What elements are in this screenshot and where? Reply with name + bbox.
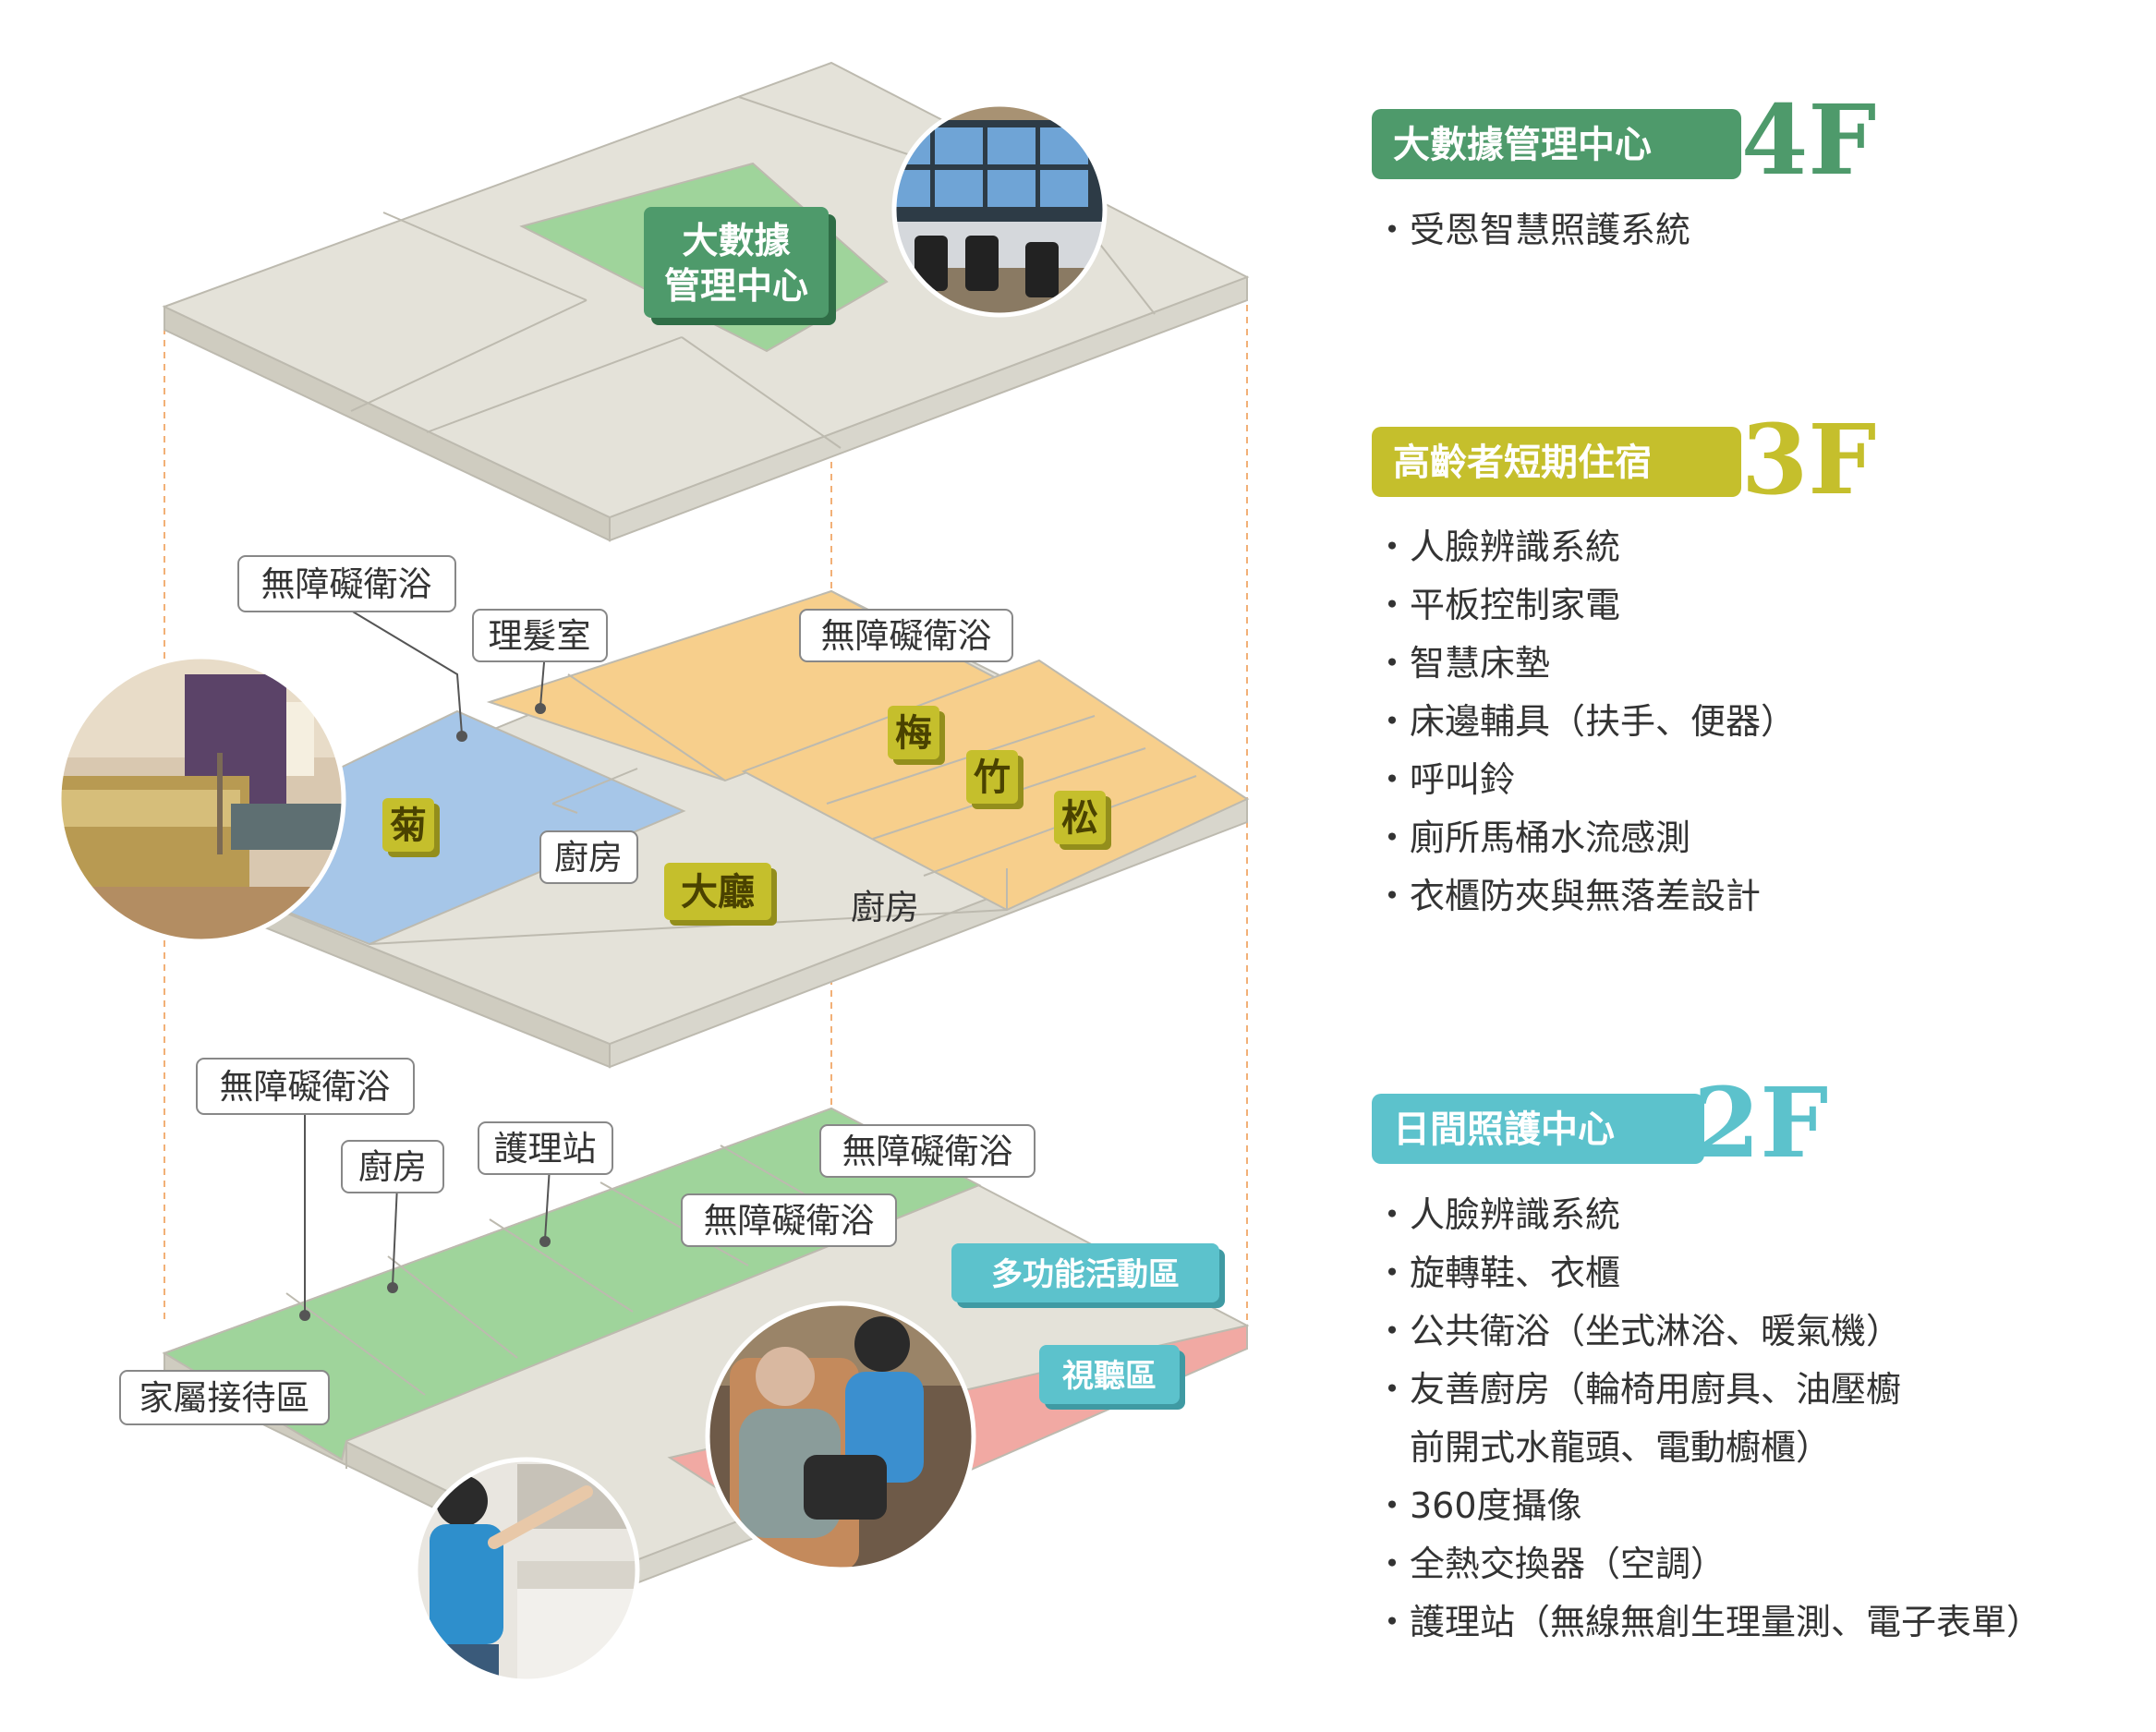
room-tag-av: 視聽區 — [1039, 1345, 1185, 1410]
legend-3f-number: 3F — [1741, 403, 1876, 516]
legend-3f-item-1: ・人臉辨識系統 — [1375, 527, 1620, 567]
legend-2f-item-7: ・全熱交換器（空調） — [1375, 1544, 1726, 1584]
floor-2f-leaders — [304, 1108, 551, 1314]
label-3f-kitchen-1: 廚房 — [539, 830, 638, 884]
legend-2f-item-5: 前開式水龍頭、電動櫥櫃） — [1375, 1427, 1831, 1468]
room-tag-zhu: 竹 — [966, 750, 1023, 809]
legend-4f: 大數據管理中心 4F ・受恩智慧照護系統 — [1372, 83, 1876, 250]
svg-text:多功能活動區: 多功能活動區 — [991, 1256, 1180, 1293]
svg-text:大廳: 大廳 — [681, 871, 755, 914]
photo-control-room — [891, 102, 1108, 318]
legend-2f-item-4: ・友善廚房（輪椅用廚具、油壓櫥 — [1375, 1369, 1901, 1410]
legend-3f-item-6: ・廁所馬桶水流感測 — [1375, 818, 1690, 858]
legend-3f-item-4: ・床邊輔具（扶手、便器） — [1375, 701, 1796, 742]
legend-4f-title: 大數據管理中心 — [1393, 124, 1652, 166]
legend-4f-item-1: ・受恩智慧照護系統 — [1375, 210, 1690, 250]
label-2f-kitchen: 廚房 — [341, 1140, 444, 1193]
svg-text:家屬接待區: 家屬接待區 — [139, 1378, 310, 1418]
label-2f-bath-1: 無障礙衛浴 — [196, 1058, 415, 1115]
label-3f-barber: 理髮室 — [472, 609, 608, 662]
label-2f-family-reception: 家屬接待區 — [119, 1370, 330, 1425]
big-data-tag-line1: 大數據 — [682, 221, 791, 262]
legend-3f-item-2: ・平板控制家電 — [1375, 585, 1620, 625]
svg-text:菊: 菊 — [390, 805, 427, 847]
legend-3f-item-3: ・智慧床墊 — [1375, 643, 1550, 684]
photo-activity — [705, 1301, 976, 1572]
label-2f-bath-3: 無障礙衛浴 — [681, 1193, 897, 1247]
label-2f-nurse-station: 護理站 — [478, 1121, 613, 1175]
big-data-center-tag: 大數據 管理中心 — [644, 207, 836, 325]
label-3f-kitchen-2: 廚房 — [851, 888, 919, 927]
legend-2f: 日間照護中心 2F ・人臉辨識系統 ・旋轉鞋、衣櫃 ・公共衛浴（坐式淋浴、暖氣機… — [1372, 1066, 2041, 1642]
photo-kitchen — [413, 1457, 640, 1684]
room-tag-hall: 大廳 — [664, 863, 777, 926]
legend-4f-number: 4F — [1741, 83, 1876, 197]
legend-2f-item-8: ・護理站（無線無創生理量測、電子表單） — [1375, 1602, 2041, 1642]
svg-text:無障礙衛浴: 無障礙衛浴 — [704, 1201, 875, 1241]
legend-2f-item-1: ・人臉辨識系統 — [1375, 1194, 1620, 1235]
room-tag-mei: 梅 — [888, 706, 945, 765]
legend-3f-title: 高齡者短期住宿 — [1393, 442, 1652, 484]
legend-2f-item-2: ・旋轉鞋、衣櫃 — [1375, 1253, 1620, 1293]
room-tag-ju: 菊 — [382, 798, 440, 857]
svg-text:廚房: 廚房 — [358, 1147, 427, 1187]
legend-2f-number: 2F — [1693, 1066, 1828, 1180]
legend-2f-item-3: ・公共衛浴（坐式淋浴、暖氣機） — [1375, 1311, 1901, 1351]
svg-text:無障礙衛浴: 無障礙衛浴 — [842, 1132, 1013, 1171]
legend-3f-item-7: ・衣櫃防夾與無落差設計 — [1375, 876, 1761, 916]
svg-text:無障礙衛浴: 無障礙衛浴 — [220, 1067, 391, 1107]
svg-text:竹: 竹 — [974, 757, 1011, 799]
label-3f-bath-2: 無障礙衛浴 — [799, 609, 1013, 662]
svg-text:無障礙衛浴: 無障礙衛浴 — [821, 616, 992, 656]
svg-text:松: 松 — [1061, 797, 1098, 840]
svg-text:視聽區: 視聽區 — [1062, 1358, 1157, 1395]
svg-text:廚房: 廚房 — [554, 838, 623, 878]
photo-bedroom — [56, 654, 346, 944]
legend-3f-item-5: ・呼叫鈴 — [1375, 759, 1515, 800]
svg-text:梅: 梅 — [895, 712, 932, 755]
legend-2f-title: 日間照護中心 — [1393, 1108, 1615, 1151]
svg-text:理髮室: 理髮室 — [489, 616, 591, 656]
svg-text:無障礙衛浴: 無障礙衛浴 — [261, 564, 432, 604]
label-2f-bath-2: 無障礙衛浴 — [819, 1124, 1036, 1178]
label-3f-bath-1: 無障礙衛浴 — [237, 555, 456, 612]
legend-2f-item-6: ・360度攝像 — [1375, 1485, 1582, 1526]
room-tag-multipurpose: 多功能活動區 — [951, 1243, 1225, 1308]
big-data-tag-line2: 管理中心 — [664, 266, 808, 308]
room-tag-song: 松 — [1054, 791, 1111, 850]
legend-3f: 高齡者短期住宿 3F ・人臉辨識系統 ・平板控制家電 ・智慧床墊 ・床邊輔具（扶… — [1372, 403, 1876, 916]
svg-text:護理站: 護理站 — [494, 1129, 597, 1169]
